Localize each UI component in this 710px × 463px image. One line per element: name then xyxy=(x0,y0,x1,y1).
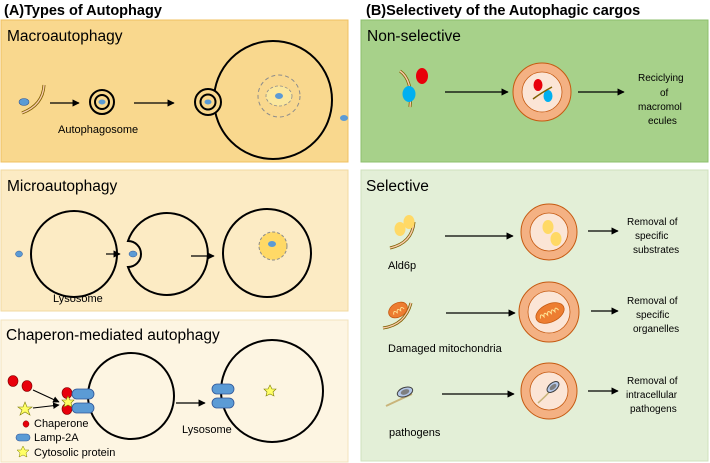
chaperone-icon xyxy=(7,375,19,387)
cytosolic-protein-icon xyxy=(17,401,33,416)
cargo-icon xyxy=(403,215,415,229)
panel-b-title: (B)Selectivety of the Autophagic cargos xyxy=(366,3,640,19)
selective-result-line: Removal of xyxy=(627,376,678,387)
macroautophagy-section: Macroautophagy Autophagosome xyxy=(0,19,349,163)
selective-result-line: organelles xyxy=(633,324,679,335)
cargo-icon xyxy=(416,68,428,84)
selective-result-line: intracellular xyxy=(626,390,678,401)
cargo-icon xyxy=(394,222,406,236)
cargo-label: pathogens xyxy=(389,427,441,439)
cma-lysosome-label: Lysosome xyxy=(182,424,232,436)
cargo-icon xyxy=(268,241,276,247)
lysosome-icon xyxy=(222,208,312,298)
selective-result-line: specific xyxy=(636,310,669,321)
panel-a-title: (A)Types of Autophagy xyxy=(4,3,162,19)
cargo-label: Ald6p xyxy=(388,260,416,272)
selective-row-mitochondria: Damaged mitochondria Removal of specific… xyxy=(382,281,679,355)
nonselective-title: Non-selective xyxy=(367,28,461,45)
autophagosome-icon xyxy=(89,89,115,115)
arrow xyxy=(32,402,60,409)
cma-legend: Chaperone Lamp-2A Cytosolic protein xyxy=(15,418,115,459)
invaginating-lysosome-icon xyxy=(126,212,209,296)
lysosome-label: Lysosome xyxy=(53,293,103,305)
autophagosome-label: Autophagosome xyxy=(58,124,138,136)
lamp2a-icon xyxy=(15,433,31,442)
nonselective-result-line: of xyxy=(660,88,669,99)
nonselective-section: Non-selective Reciclying of macromol ecu… xyxy=(360,19,709,163)
lamp2a-icon xyxy=(211,383,235,395)
lamp2a-icon xyxy=(211,397,235,409)
micro-background xyxy=(0,169,349,312)
cytosolic-protein-icon xyxy=(263,384,277,397)
cma-section: Chaperon-mediated autophagy Lysosome Cha… xyxy=(0,319,349,463)
legend-text: Lamp-2A xyxy=(34,432,79,444)
lamp2a-icon xyxy=(71,402,95,414)
chaperone-icon xyxy=(22,420,30,428)
cargo-icon xyxy=(340,115,348,121)
cytosolic-protein-icon xyxy=(16,445,30,458)
cargo-label: Damaged mitochondria xyxy=(388,343,503,355)
microautophagy-section: Microautophagy Lysosome xyxy=(0,169,349,312)
autolysosome-icon xyxy=(257,74,301,118)
legend-text: Cytosolic protein xyxy=(34,447,115,459)
nonselective-result-line: Reciclying xyxy=(638,73,684,84)
macro-title: Macroautophagy xyxy=(7,28,123,45)
selective-result-line: pathogens xyxy=(630,404,677,415)
selective-section: Selective Ald6p Removal of specific subs… xyxy=(360,169,709,462)
cargo-icon xyxy=(15,250,23,258)
cargo-icon xyxy=(18,98,30,106)
nonselective-result-line: ecules xyxy=(648,116,677,127)
chaperone-icon xyxy=(21,380,33,392)
micro-title: Microautophagy xyxy=(7,178,118,195)
arrow xyxy=(32,389,60,403)
selective-title: Selective xyxy=(366,178,429,195)
lamp2a-icon xyxy=(71,388,95,400)
selective-row-pathogens: pathogens Removal of intracellular patho… xyxy=(385,362,678,439)
cma-title: Chaperon-mediated autophagy xyxy=(6,327,220,344)
selective-row-ald6p: Ald6p Removal of specific substrates xyxy=(388,203,679,272)
nonselective-result-line: macromol xyxy=(638,102,682,113)
selective-result-line: specific xyxy=(635,231,668,242)
selective-result-line: Removal of xyxy=(627,217,678,228)
mitochondria-icon xyxy=(535,302,565,324)
legend-text: Chaperone xyxy=(34,418,88,430)
cargo-icon xyxy=(402,86,416,102)
selective-result-line: substrates xyxy=(633,245,679,256)
selective-result-line: Removal of xyxy=(627,296,678,307)
